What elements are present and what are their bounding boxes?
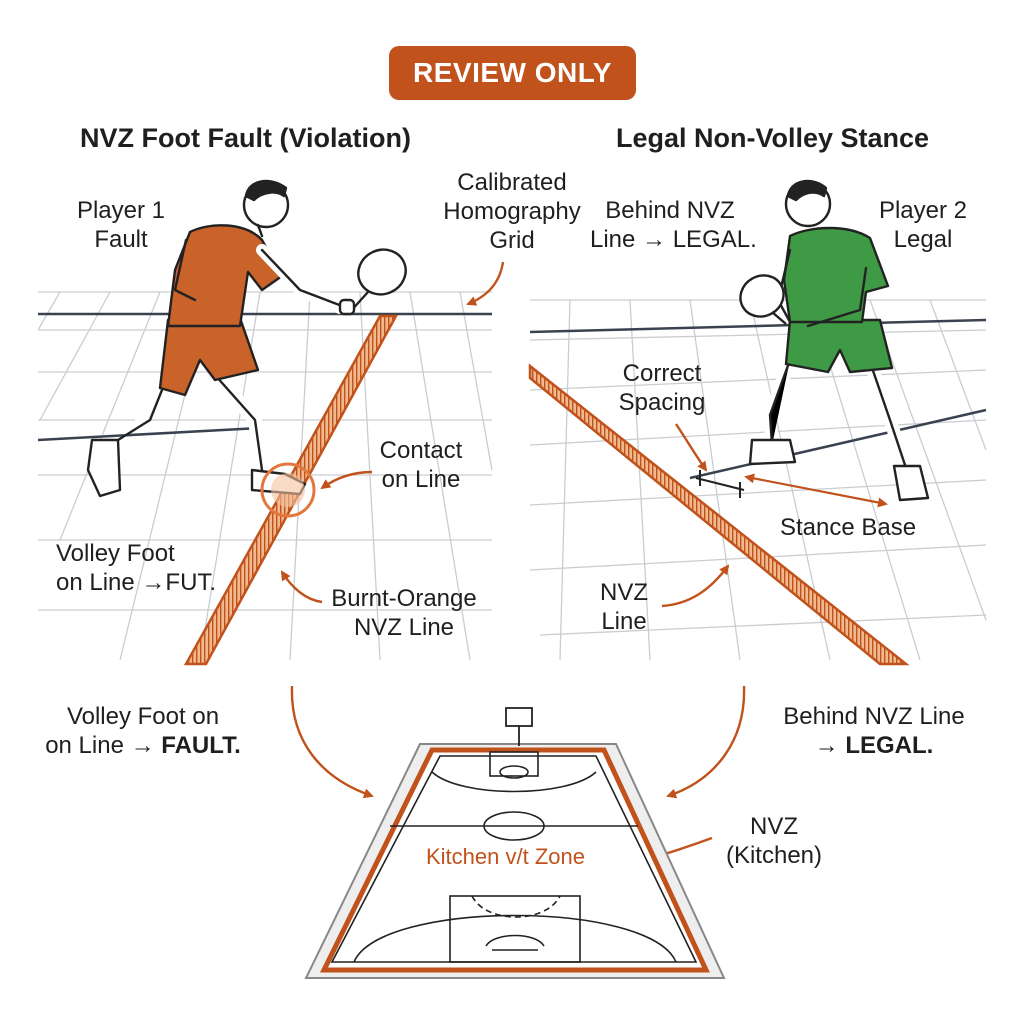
left-panel-title: NVZ Foot Fault (Violation) <box>80 123 411 153</box>
player-1-shirt <box>166 224 284 328</box>
right-nvz-line <box>528 363 910 666</box>
player-1-shorts <box>158 316 260 397</box>
player-2-figure <box>748 179 930 502</box>
stance-base-label: Stance Base <box>780 514 917 541</box>
nvz-kitchen-label: NVZ(Kitchen) <box>725 813 823 869</box>
paddle-icon <box>739 274 787 325</box>
kitchen-zone-label: Kitchen v/t Zone <box>426 844 585 869</box>
left-service-line <box>37 426 261 442</box>
stance-base-marker <box>695 470 745 498</box>
review-only-badge: REVIEW ONLY <box>389 46 636 100</box>
paddle-icon <box>338 248 407 316</box>
mini-court <box>304 743 726 979</box>
right-panel-title: Legal Non-Volley Stance <box>616 123 930 153</box>
right-service-line <box>689 408 987 480</box>
contact-highlight <box>260 462 316 518</box>
player-2-shorts <box>784 318 894 374</box>
stance-base-arrow <box>744 473 888 508</box>
bottom-left-caption: Volley Foot on on Line → FAULT. <box>45 703 241 759</box>
bottom-right-caption: Behind NVZ Line → LEGAL. <box>783 703 965 759</box>
mini-hoop <box>505 707 533 746</box>
right-baseline <box>529 318 987 334</box>
